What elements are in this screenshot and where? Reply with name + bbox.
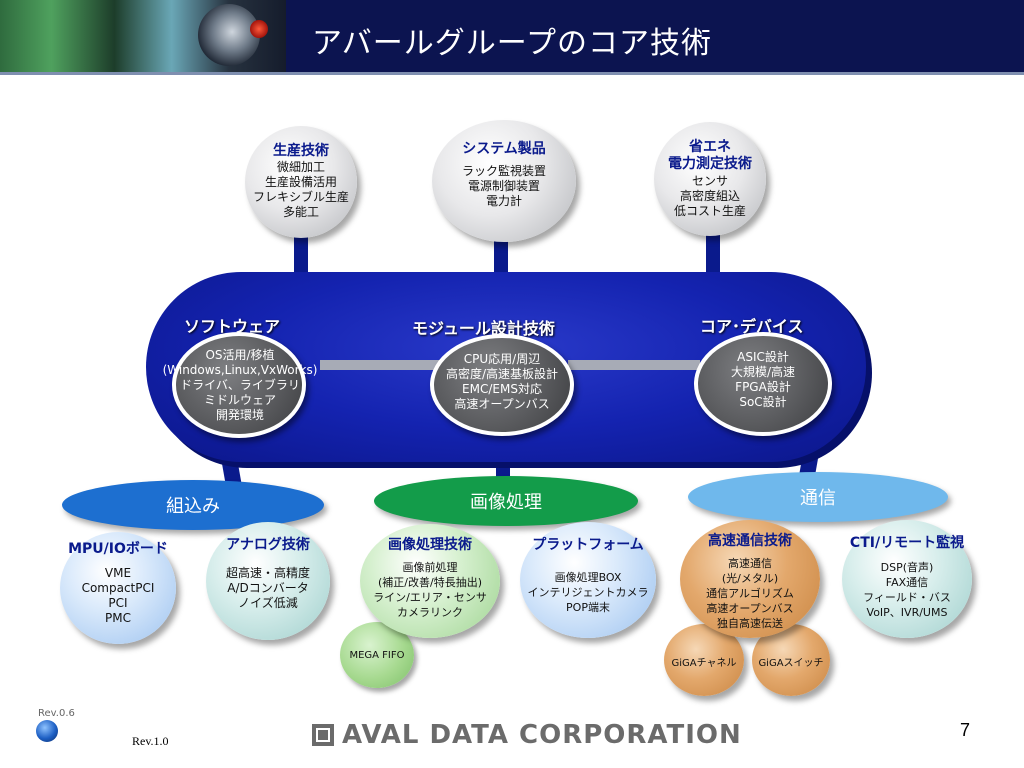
connector-top-right [706, 228, 720, 278]
globe-icon [36, 720, 58, 742]
revision-small: Rev.0.6 [38, 708, 75, 719]
category-embedded: 組込み [62, 480, 324, 530]
core-device-node: ASIC設計 大規模/高速 FPGA設計 SoC設計 [694, 332, 832, 436]
small-node-label: GiGAチャネル [671, 658, 737, 669]
node-line: POP端末 [566, 601, 610, 614]
node-line: 超高速・高精度 [225, 566, 310, 580]
platform-node: プラットフォーム 画像処理BOX インテリジェントカメラ POP端末 [520, 522, 656, 638]
core-device-heading: コア･デバイス [700, 317, 804, 336]
node-line: OS活用/移植 [205, 348, 275, 362]
software-node: OS活用/移植 (Windows,Linux,VxWorks) ドライバ、ライブ… [163, 332, 317, 438]
cti-remote-monitoring-node: CTI/リモート監視 DSP(音声) FAX通信 フィールド・バス VoIP、I… [842, 520, 972, 638]
node-line: SoC設計 [739, 395, 787, 409]
node-line: 高密度組込 [679, 189, 740, 203]
category-label: 画像処理 [470, 492, 542, 513]
analog-tech-node: アナログ技術 超高速・高精度 A/Dコンバータ ノイズ低減 [206, 522, 330, 640]
energy-saving-node: 省エネ 電力測定技術 センサ 高密度組込 低コスト生産 [654, 122, 766, 236]
node-line: VME [104, 566, 132, 580]
node-line: CPU応用/周辺 [463, 352, 541, 366]
high-speed-comm-node: 高速通信技術 高速通信 (光/メタル) 通信アルゴリズム 高速オープンバス 独自… [680, 520, 820, 638]
company-logo: AVAL DATA CORPORATION [312, 720, 742, 750]
node-line: ASIC設計 [737, 350, 789, 364]
giga-channel-node: GiGAチャネル [664, 624, 744, 696]
node-line: 通信アルゴリズム [706, 587, 794, 600]
node-line: A/Dコンバータ [227, 581, 309, 595]
node-line: 低コスト生産 [673, 204, 746, 218]
node-line: インテリジェントカメラ [527, 586, 649, 599]
software-heading: ソフトウェア [184, 317, 281, 336]
category-label: 組込み [166, 496, 220, 517]
node-line: ドライバ、ライブラリ [180, 378, 300, 392]
node-line: FAX通信 [885, 576, 929, 589]
category-label: 通信 [800, 488, 836, 509]
node-line: フィールド・バス [863, 591, 951, 604]
node-heading: CTI/リモート監視 [849, 535, 965, 551]
core-link-left [320, 360, 440, 370]
core-link-right [568, 360, 700, 370]
node-line: FPGA設計 [735, 380, 791, 394]
node-heading: 省エネ [689, 139, 731, 155]
module-design-heading: モジュール設計技術 [412, 319, 555, 338]
node-line: 高速オープンバス [706, 602, 794, 615]
node-line: 多能工 [282, 205, 319, 219]
page-title: アバールグループのコア技術 [312, 26, 712, 61]
system-products-node: システム製品 ラック監視装置 電源制御装置 電力計 [432, 120, 576, 242]
node-line: センサ [691, 174, 728, 188]
node-heading: アナログ技術 [226, 537, 310, 553]
node-line: 画像前処理 [402, 561, 458, 574]
node-line: フレキシブル生産 [252, 190, 349, 204]
image-processing-tech-node: 画像処理技術 画像前処理 (補正/改善/特長抽出) ライン/エリア・センサ カメ… [360, 524, 500, 638]
connector-top-center [494, 232, 508, 278]
node-line: (補正/改善/特長抽出) [378, 576, 482, 589]
node-line: 高速オープンバス [454, 397, 550, 411]
logo-mark-icon [312, 724, 334, 746]
connector-top-left [294, 228, 308, 278]
node-line: 高速通信 [728, 557, 772, 570]
node-line: 大規模/高速 [730, 365, 796, 379]
node-line: (光/メタル) [721, 572, 779, 585]
node-heading: プラットフォーム [532, 537, 644, 553]
node-line: ノイズ低減 [238, 596, 298, 610]
node-heading: 高速通信技術 [708, 533, 792, 549]
small-node-label: MEGA FIFO [349, 650, 405, 661]
node-line: EMC/EMS対応 [462, 382, 542, 396]
page-number: 7 [960, 720, 971, 740]
header-divider [0, 72, 1024, 75]
small-node-label: GiGAスイッチ [758, 658, 824, 669]
mpu-io-board-node: MPU/IOボード VME CompactPCI PCI PMC [60, 532, 176, 644]
node-heading: 画像処理技術 [388, 537, 472, 553]
production-tech-node: 生産技術 微細加工 生産設備活用 フレキシブル生産 多能工 [245, 126, 357, 238]
node-line: ミドルウェア [203, 393, 276, 407]
node-line: 生産設備活用 [264, 175, 337, 189]
node-line: ラック監視装置 [461, 164, 546, 178]
node-line: 微細加工 [276, 160, 325, 174]
node-heading: 生産技術 [273, 143, 329, 159]
revision-label: Rev.1.0 [132, 734, 169, 748]
category-image-processing: 画像処理 [374, 476, 638, 526]
node-line: VoIP、IVR/UMS [866, 606, 948, 619]
node-line: ライン/エリア・センサ [373, 591, 487, 604]
node-line: 開発環境 [215, 408, 264, 422]
category-communication: 通信 [688, 472, 948, 522]
node-line: PMC [105, 611, 131, 625]
node-line: PCI [108, 596, 128, 610]
node-line: 電源制御装置 [467, 179, 540, 193]
logo-text: AVAL DATA CORPORATION [342, 720, 742, 750]
node-line: DSP(音声) [880, 561, 934, 574]
node-line: 画像処理BOX [554, 571, 622, 584]
node-heading: システム製品 [462, 141, 546, 157]
header-image [0, 0, 286, 72]
node-line: 独自高速伝送 [717, 617, 783, 630]
node-heading: MPU/IOボード [68, 541, 168, 557]
module-design-node: CPU応用/周辺 高密度/高速基板設計 EMC/EMS対応 高速オープンバス [430, 334, 574, 436]
node-line: 電力計 [485, 194, 522, 208]
node-line: (Windows,Linux,VxWorks) [162, 363, 318, 377]
node-line: 高密度/高速基板設計 [445, 367, 559, 381]
node-heading: 電力測定技術 [668, 156, 752, 172]
node-line: CompactPCI [81, 581, 155, 595]
node-line: カメラリンク [397, 606, 463, 619]
